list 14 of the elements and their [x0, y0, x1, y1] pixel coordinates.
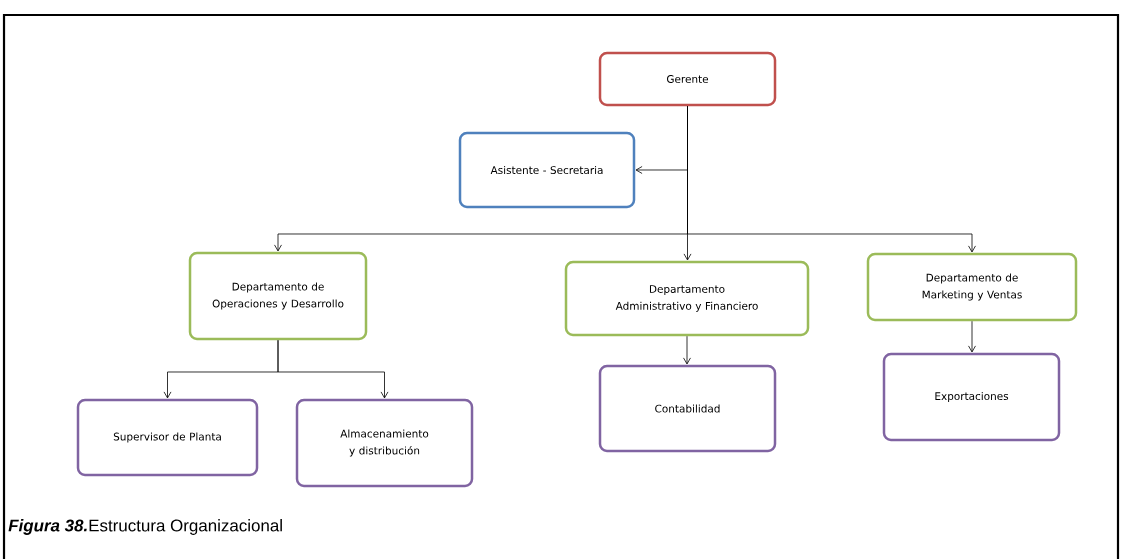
department-box: Departamento Administrativo y Financiero — [564, 260, 810, 337]
unit-box: Almacenamiento y distribución — [295, 398, 474, 488]
department-box: Departamento de Operaciones y Desarrollo — [188, 251, 368, 341]
unit-box: Supervisor de Planta — [76, 398, 259, 477]
arrow — [968, 320, 976, 353]
manager-box: Gerente — [598, 51, 777, 107]
figure-caption: Figura 38.Estructura Organizacional — [8, 519, 282, 535]
arrow — [683, 335, 691, 365]
unit-box: Contabilidad — [598, 364, 777, 453]
department-box: Departamento de Marketing y Ventas — [866, 252, 1078, 322]
arrow — [687, 105, 976, 253]
unit-box: Exportaciones — [882, 352, 1061, 442]
assistant-box: Asistente - Secretaria — [458, 131, 636, 209]
arrow — [277, 339, 389, 399]
